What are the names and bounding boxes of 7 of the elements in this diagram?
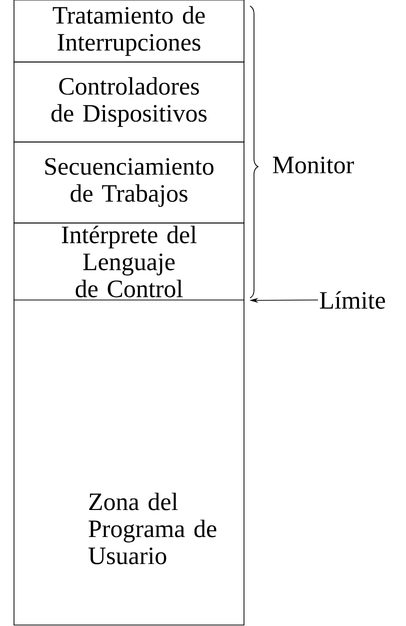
limit-label: Límite	[320, 291, 385, 309]
memory-section: Controladores de Dispositivos	[14, 62, 244, 142]
memory-section: Zona del Programa de Usuario	[14, 300, 244, 626]
monitor-label: Monitor	[272, 156, 354, 174]
memory-section: Intérprete del Lenguaje de Control	[14, 222, 244, 300]
memory-section: Tratamiento de Interrupciones	[14, 0, 244, 62]
memory-section: Secuenciamiento de Trabajos	[14, 142, 244, 224]
